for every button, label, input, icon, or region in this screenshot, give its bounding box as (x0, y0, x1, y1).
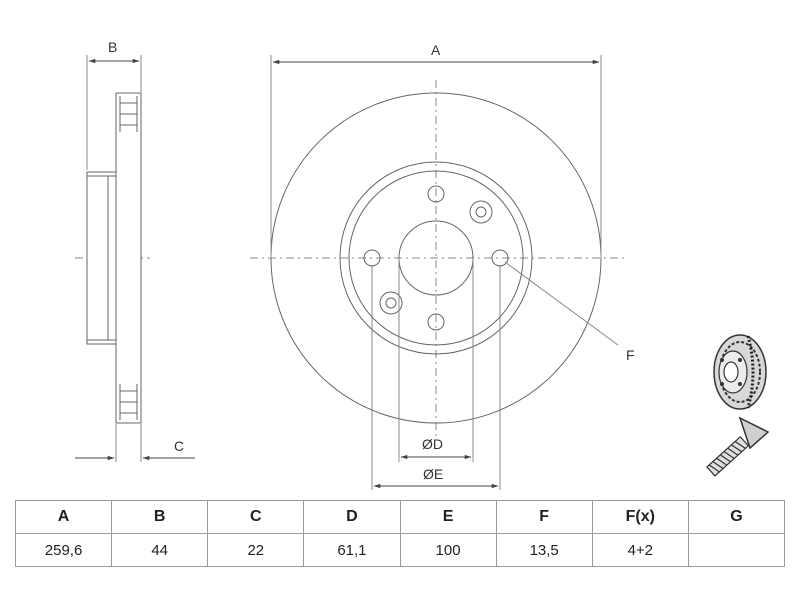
spec-value-row: 259,6 44 22 61,1 100 13,5 4+2 (14, 533, 786, 567)
value-b: 44 (111, 533, 209, 567)
label-d: ØD (422, 436, 443, 452)
value-d: 61,1 (303, 533, 401, 567)
header-g: G (687, 500, 786, 534)
header-b: B (111, 500, 209, 534)
value-a: 259,6 (14, 533, 113, 567)
header-e: E (399, 500, 497, 534)
header-a: A (14, 500, 113, 534)
value-e: 100 (399, 533, 497, 567)
header-f: F (495, 500, 593, 534)
label-b: B (108, 39, 117, 55)
bolt-icon (706, 416, 770, 477)
value-fx: 4+2 (591, 533, 689, 567)
label-e: ØE (423, 466, 443, 482)
label-a: A (431, 42, 441, 58)
value-f: 13,5 (495, 533, 593, 567)
label-c: C (174, 438, 184, 454)
brake-disc-icon (713, 334, 767, 410)
spec-table: A B C D E F F(x) G 259,6 44 22 61,1 100 … (14, 500, 786, 567)
disc-side-view (75, 55, 195, 462)
header-c: C (207, 500, 305, 534)
header-fx: F(x) (591, 500, 689, 534)
disc-front-view (250, 55, 625, 490)
value-c: 22 (207, 533, 305, 567)
label-f: F (626, 347, 635, 363)
brake-disc-drawing: B C A F ØD (75, 39, 770, 490)
spec-header-row: A B C D E F F(x) G (14, 500, 786, 534)
value-g (687, 533, 786, 567)
header-d: D (303, 500, 401, 534)
